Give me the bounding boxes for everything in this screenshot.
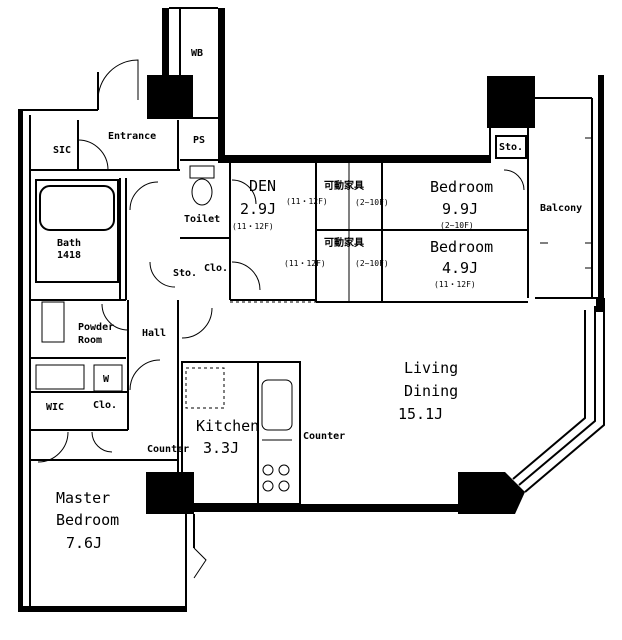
entrance-label: Entrance [108,131,156,142]
wb-label: WB [191,48,203,59]
column-top-right [487,76,535,128]
movable-2-floors-left: (11・12F) [284,259,326,268]
interior-walls [30,120,528,505]
den-name: DEN [249,177,276,195]
column-top-left [147,75,193,119]
movable-furniture-1: 可動家具 [324,179,364,192]
bedroom2-size: 4.9J [442,259,478,277]
hall-closet-label: Clo. [204,263,228,274]
movable-2-floors-right: (2~10F) [355,259,389,268]
powder-room-label-1: Powder [78,322,114,333]
den-size: 2.9J [240,200,276,218]
kitchen-size: 3.3J [203,439,239,457]
kitchen-name: Kitchen [196,417,259,435]
balcony-storage-label: Sto. [499,142,523,153]
hall-label: Hall [142,328,166,339]
living-label-1: Living [404,359,458,377]
master-label-2: Bedroom [56,511,119,529]
toilet-fixture [189,165,215,206]
door-swings [37,59,525,579]
den-floors-b: (11・12F) [232,222,274,231]
bedroom1-floors: (2~10F) [440,221,474,230]
sic-label: SIC [53,145,71,156]
exterior-walls [18,7,605,612]
column-bottom-left [146,472,194,514]
living-size: 15.1J [398,405,443,423]
washer-label: W [103,374,110,385]
counter-right-label: Counter [303,431,345,442]
balcony-label: Balcony [540,203,582,214]
powder-room-label-2: Room [78,335,102,346]
ps-label: PS [193,135,205,146]
movable-furniture-2: 可動家具 [324,236,364,249]
wic-closet-label: Clo. [93,400,117,411]
living-label-2: Dining [404,382,458,400]
toilet-label: Toilet [184,213,220,225]
bedroom1-name: Bedroom [430,178,493,196]
den-floors-a: (11・12F) [286,197,328,206]
master-label-1: Master [56,489,110,507]
bedroom2-name: Bedroom [430,238,493,256]
movable-1-floors-right: (2~10F) [355,198,389,207]
master-size: 7.6J [66,534,102,552]
column-bottom-right [458,472,525,514]
balcony-rail [540,137,592,269]
bath-size-label: 1418 [57,250,81,261]
bedroom1-size: 9.9J [442,200,478,218]
bedroom2-floors: (11・12F) [434,280,476,289]
bath-label: Bath [57,238,81,249]
wic-label: WIC [46,402,64,413]
hall-storage-label: Sto. [173,268,197,279]
counter-left-label: Counter [147,444,189,455]
